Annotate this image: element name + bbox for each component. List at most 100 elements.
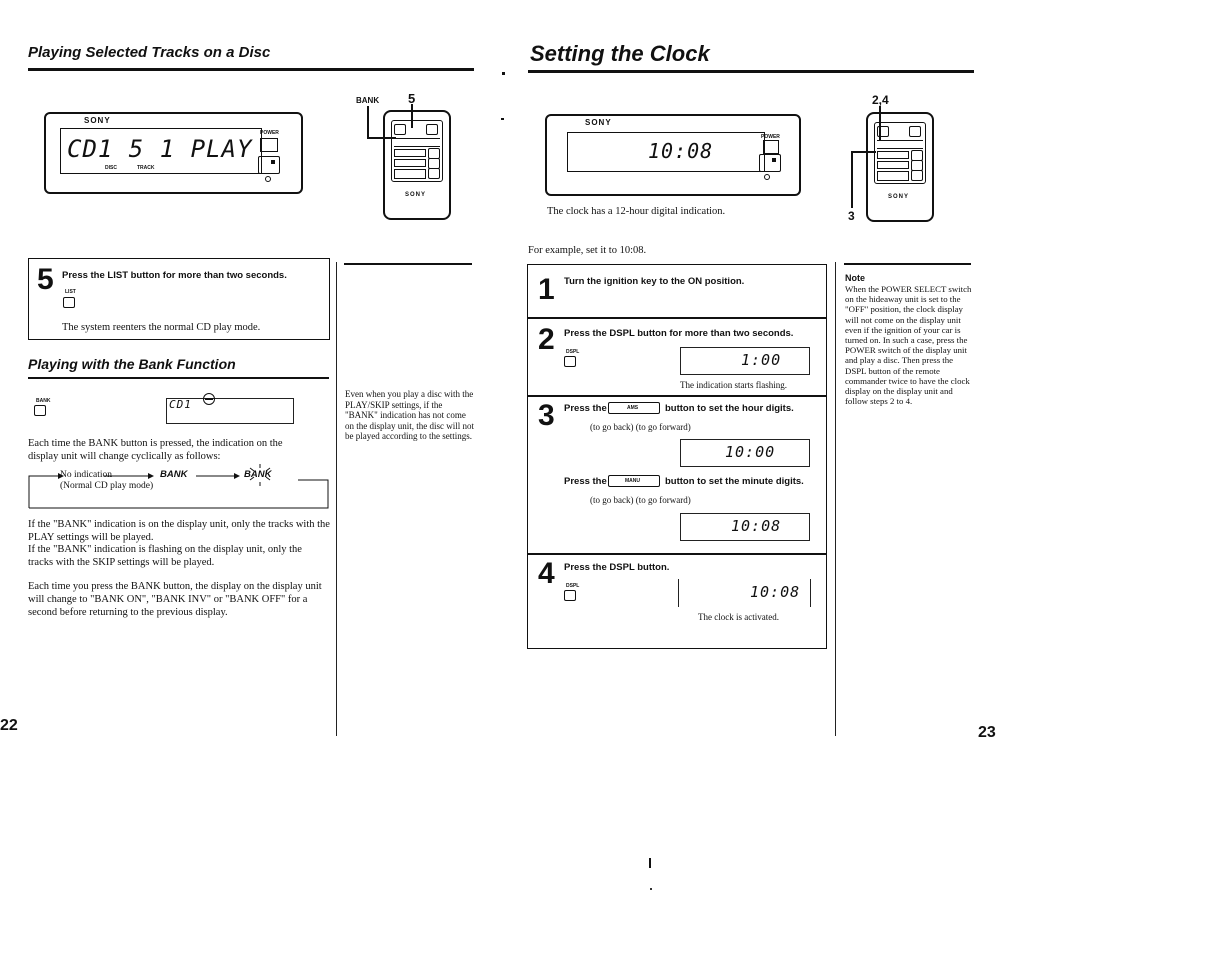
step-divider xyxy=(528,317,826,319)
unit-display-text: CD1 5 1 PLAY xyxy=(67,135,253,163)
step-2-number: 2 xyxy=(538,323,555,356)
bank-display-window: CD1 xyxy=(166,393,294,424)
remote-buttons-grid xyxy=(391,120,443,182)
track-label: TRACK xyxy=(137,165,155,171)
scan-mark xyxy=(502,72,505,75)
remote-step-callout: 5 xyxy=(408,91,416,106)
section-title-playing-selected-tracks: Playing Selected Tracks on a Disc xyxy=(28,44,271,61)
unit-brand: SONY xyxy=(84,116,111,125)
remote-list-button[interactable] xyxy=(911,170,923,181)
remote-callout-lines-right xyxy=(851,106,881,208)
step-number: 5 xyxy=(37,263,54,296)
step-3-minute-sub: (to go back) (to go forward) xyxy=(590,495,691,505)
remote-callout-lines xyxy=(367,104,413,139)
power-button[interactable] xyxy=(260,138,278,152)
remote-list-button[interactable] xyxy=(428,168,440,179)
right-side-column-divider xyxy=(835,262,836,736)
cycle-item-bank-on: BANK xyxy=(160,469,188,480)
flashing-rays-icon xyxy=(249,464,271,486)
step-instruction: Press the LIST button for more than two … xyxy=(62,270,287,281)
page-number-22: 22 xyxy=(0,717,18,734)
scan-mark xyxy=(501,118,504,120)
list-button-icon[interactable] xyxy=(63,297,75,308)
remote-callout-3: 3 xyxy=(848,209,855,223)
step-2-caption: The indication starts flashing. xyxy=(680,380,787,390)
remote-ams-key[interactable] xyxy=(394,149,426,157)
note-rule xyxy=(844,263,971,265)
remote-number-keys[interactable] xyxy=(394,138,440,147)
section-title-bank-function: Playing with the Bank Function xyxy=(28,356,236,372)
remote-bank-callout-label: BANK xyxy=(356,96,380,105)
side-note-rule xyxy=(344,263,472,265)
remote-disc-keys[interactable] xyxy=(877,171,909,181)
remote-brand: SONY xyxy=(405,192,427,198)
eject-button[interactable] xyxy=(258,156,280,174)
indicator-dot xyxy=(764,174,770,180)
step-4-display-text: 10:08 xyxy=(750,583,801,601)
unit-display-window: 10:08 xyxy=(567,132,765,172)
power-label: POWER xyxy=(761,134,780,140)
dspl-button-label: DSPL xyxy=(566,583,580,589)
step-2-display: 1:00 xyxy=(680,347,810,375)
side-note: Even when you play a disc with the PLAY/… xyxy=(345,389,474,441)
remote-off-button[interactable] xyxy=(877,126,889,137)
power-label: POWER xyxy=(260,130,279,136)
remote-number-keys[interactable] xyxy=(877,140,923,149)
remote-manu-key[interactable] xyxy=(877,161,909,169)
dspl-button-icon[interactable] xyxy=(564,590,576,601)
left-side-column-divider xyxy=(336,262,337,736)
remote-off-button[interactable] xyxy=(394,124,406,135)
page-number-23: 23 xyxy=(978,724,996,741)
cycle-loop-lines xyxy=(28,473,329,509)
ams-key-label: AMS xyxy=(627,405,639,411)
manu-key-label: MANU xyxy=(625,478,640,484)
note-body: When the POWER SELECT switch on the hide… xyxy=(845,284,972,407)
step-1-instruction: Turn the ignition key to the ON position… xyxy=(564,276,745,287)
dspl-button-icon[interactable] xyxy=(564,356,576,367)
step-divider xyxy=(528,395,826,397)
step-3-minute-instruction: button to set the minute digits. xyxy=(665,476,804,487)
ams-key[interactable]: AMS xyxy=(608,402,660,414)
eject-icon xyxy=(772,158,776,162)
bank-button-label: BANK xyxy=(36,398,51,404)
step-5-box: 5 Press the LIST button for more than tw… xyxy=(28,258,330,340)
indicator-dot xyxy=(265,176,271,182)
list-button-label: LIST xyxy=(65,289,76,295)
step-4-instruction: Press the DSPL button. xyxy=(564,562,670,573)
remote-buttons-grid xyxy=(874,122,926,184)
step-2-instruction: Press the DSPL button for more than two … xyxy=(564,328,794,339)
bank-paragraph-3: Each time you press the BANK button, the… xyxy=(28,581,322,618)
clock-title-rule xyxy=(528,70,974,73)
unit-display-window: CD1 5 1 PLAY DISC TRACK xyxy=(60,128,262,174)
step-3-minute-display: 10:08 xyxy=(680,513,810,541)
step-3-press-label: Press the xyxy=(564,403,607,414)
bank-cycle-intro: Each time the BANK button is pressed, th… xyxy=(28,438,283,462)
bank-paragraph-2: If the "BANK" indication is flashing on … xyxy=(28,544,302,568)
remote-disc-keys[interactable] xyxy=(394,169,426,179)
manu-key[interactable]: MANU xyxy=(608,475,660,487)
bank-indicator-icon xyxy=(203,393,215,405)
bank-paragraph-1: If the "BANK" indication is on the displ… xyxy=(28,519,330,543)
bank-button-icon[interactable] xyxy=(34,405,46,416)
remote-cd-button[interactable] xyxy=(426,124,438,135)
remote-ams-key[interactable] xyxy=(877,151,909,159)
cycle-item-normal-mode: (Normal CD play mode) xyxy=(60,481,154,491)
title-rule xyxy=(28,68,474,71)
power-button[interactable] xyxy=(763,140,779,154)
cycle-item-no-indication: No indication xyxy=(60,470,112,480)
step-4-display-right-edge xyxy=(810,579,811,607)
step-2-display-text: 1:00 xyxy=(741,351,782,369)
clock-steps-box: 1 Turn the ignition key to the ON positi… xyxy=(527,264,827,649)
eject-icon xyxy=(271,160,275,164)
step-3-hour-display: 10:00 xyxy=(680,439,810,467)
note-title: Note xyxy=(845,273,865,283)
eject-button[interactable] xyxy=(759,154,781,172)
clock-unit-illustration: SONY 10:08 POWER xyxy=(545,114,801,196)
step-3-hour-display-text: 10:00 xyxy=(725,443,776,461)
step-divider xyxy=(528,553,826,555)
remote-cd-button[interactable] xyxy=(909,126,921,137)
remote-manu-key[interactable] xyxy=(394,159,426,167)
step-4-number: 4 xyxy=(538,557,555,590)
remote-commander-left: SONY xyxy=(383,110,451,220)
remote-commander-right: SONY xyxy=(866,112,934,222)
